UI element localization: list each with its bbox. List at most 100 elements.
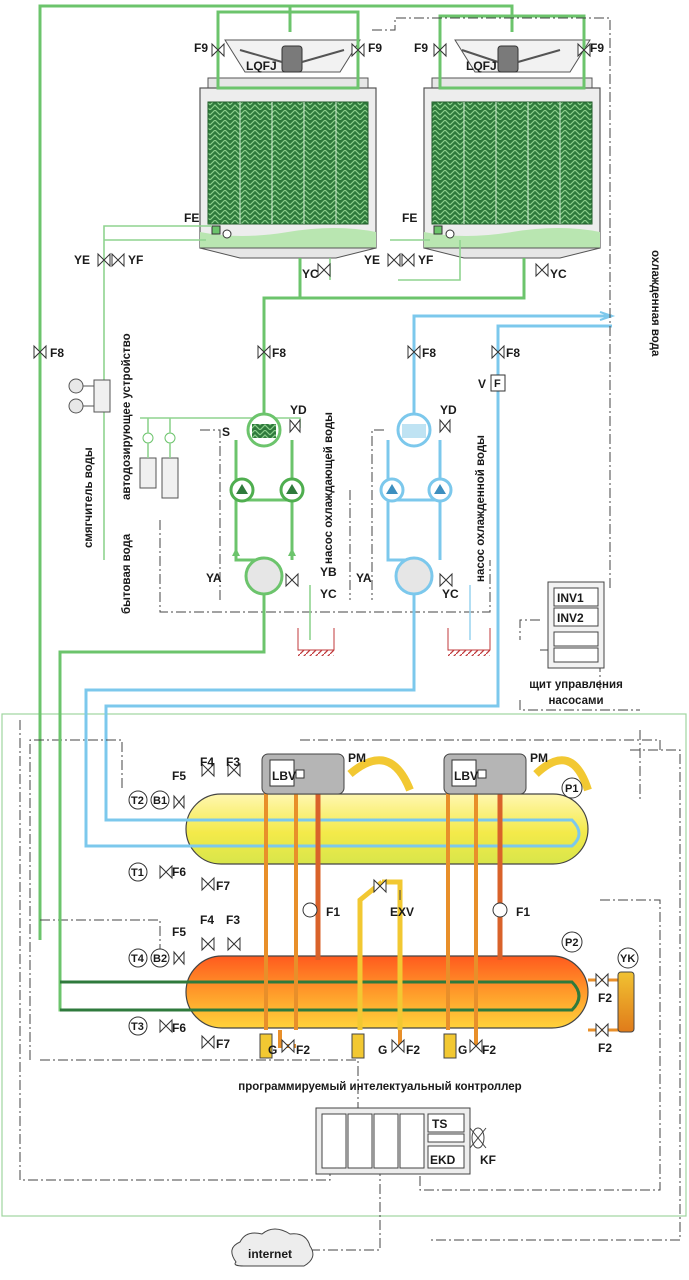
label-f8-4: F8 — [506, 346, 520, 360]
label-f1-2: F1 — [516, 905, 530, 919]
label-pump-panel-2: насосами — [548, 695, 603, 707]
label-pm-1: PM — [348, 751, 366, 765]
label-yf-2: YF — [418, 253, 433, 267]
label-ye-1: YE — [74, 253, 90, 267]
label-pm-2: PM — [530, 751, 548, 765]
controller-zone-frame — [1, 713, 687, 1217]
label-lbv-1: LBV — [272, 769, 296, 783]
label-g-2: G — [378, 1043, 387, 1057]
label-p2: P2 — [565, 937, 578, 949]
cooling-tower-1 — [199, 32, 377, 259]
labels: F9 F9 F9 F9 LQFJ LQFJ FE FE YE YF YE YF … — [50, 41, 661, 1261]
label-domestic-water: бытовая вода — [121, 533, 133, 614]
label-f3-2: F3 — [226, 913, 240, 927]
filter-g-2 — [351, 1033, 365, 1059]
label-g-3: G — [458, 1043, 467, 1057]
label-f9-3: F9 — [414, 41, 428, 55]
label-b1: B1 — [153, 795, 167, 807]
internet-cloud — [231, 1228, 314, 1267]
label-yd-1: YD — [290, 403, 307, 417]
filter-g-3 — [443, 1033, 457, 1059]
chilled-water-pump-group — [84, 410, 453, 848]
label-f4-1: F4 — [200, 755, 214, 769]
label-water-softener: смягчитель воды — [83, 447, 95, 548]
label-s: S — [222, 425, 230, 439]
label-exv: EXV — [390, 905, 414, 919]
cooling-tower-2 — [423, 32, 601, 259]
label-g-1: G — [268, 1043, 277, 1057]
label-f9-4: F9 — [590, 41, 604, 55]
label-f2-3: F2 — [482, 1043, 496, 1057]
controller-cabinet — [315, 1107, 487, 1175]
label-fe-2: FE — [402, 211, 417, 225]
sight-glass-yk — [617, 971, 635, 1033]
label-f2-2: F2 — [406, 1043, 420, 1057]
label-auto-dosing: автодозирующее устройство — [121, 333, 133, 500]
label-f-box: F — [494, 378, 501, 390]
label-yf-1: YF — [128, 253, 143, 267]
label-f8-1: F8 — [50, 346, 64, 360]
label-kf: KF — [480, 1153, 496, 1167]
label-f2-4: F2 — [598, 991, 612, 1005]
water-softener-unit — [68, 378, 111, 414]
label-inv1: INV1 — [557, 591, 584, 605]
label-f8-2: F8 — [272, 346, 286, 360]
label-lqfj-2: LQFJ — [466, 59, 497, 73]
chilled-water-out-pipe — [412, 314, 612, 410]
makeup-water-lines — [103, 225, 461, 560]
filter-g-1 — [259, 1033, 273, 1059]
label-cooling-water-pump: насос охлаждающей воды — [323, 412, 335, 564]
label-f9-1: F9 — [194, 41, 208, 55]
label-t1: T1 — [131, 867, 144, 879]
label-p1: P1 — [565, 783, 578, 795]
label-fe-1: FE — [184, 211, 199, 225]
label-t3: T3 — [131, 1021, 144, 1033]
cooling-water-pump-group — [58, 410, 305, 1012]
valves — [33, 42, 609, 1054]
flow-meter-box — [490, 374, 506, 392]
pump-control-panel — [547, 581, 605, 669]
refrigerant-pipes — [264, 756, 622, 1048]
label-chilled-water-pump: насос охлажденной воды — [475, 435, 487, 582]
label-ya-2: YA — [356, 571, 372, 585]
label-lqfj-1: LQFJ — [246, 59, 277, 73]
label-t2: T2 — [131, 795, 144, 807]
label-f4-2: F4 — [200, 913, 214, 927]
label-ye-2: YE — [364, 253, 380, 267]
tower-supply-header — [38, 4, 586, 940]
label-f2-5: F2 — [598, 1041, 612, 1055]
label-f5-1: F5 — [172, 769, 186, 783]
label-f9-2: F9 — [368, 41, 382, 55]
label-pump-panel-1: щит управления — [529, 679, 623, 691]
label-yb: YB — [320, 565, 337, 579]
label-yk: YK — [620, 953, 635, 965]
label-controller: программируемый интелектуальный контролл… — [238, 1081, 521, 1093]
label-f8-3: F8 — [422, 346, 436, 360]
label-v: V — [478, 377, 486, 391]
label-b2: B2 — [153, 953, 167, 965]
label-f5-2: F5 — [172, 925, 186, 939]
label-yc-4: YC — [442, 587, 459, 601]
label-f6-2: F6 — [172, 1021, 186, 1035]
label-f7-1: F7 — [216, 879, 230, 893]
condenser — [60, 955, 589, 1029]
drain-pits — [297, 585, 491, 656]
tower-return-pipe — [262, 258, 526, 410]
label-yc-1: YC — [302, 267, 319, 281]
label-f6-1: F6 — [172, 865, 186, 879]
label-f1-1: F1 — [326, 905, 340, 919]
sensors — [128, 777, 639, 1036]
label-ts: TS — [432, 1117, 447, 1131]
label-internet: internet — [248, 1247, 292, 1261]
compressor-2 — [443, 753, 527, 795]
label-cooled-water: охлажденная вода — [649, 250, 661, 357]
label-ya-1: YA — [206, 571, 222, 585]
evaporator — [112, 793, 589, 865]
label-yc-3: YC — [320, 587, 337, 601]
label-ekd: EKD — [430, 1153, 456, 1167]
label-inv2: INV2 — [557, 611, 584, 625]
label-f3-1: F3 — [226, 755, 240, 769]
label-lbv-2: LBV — [454, 769, 478, 783]
label-f2-1: F2 — [296, 1043, 310, 1057]
